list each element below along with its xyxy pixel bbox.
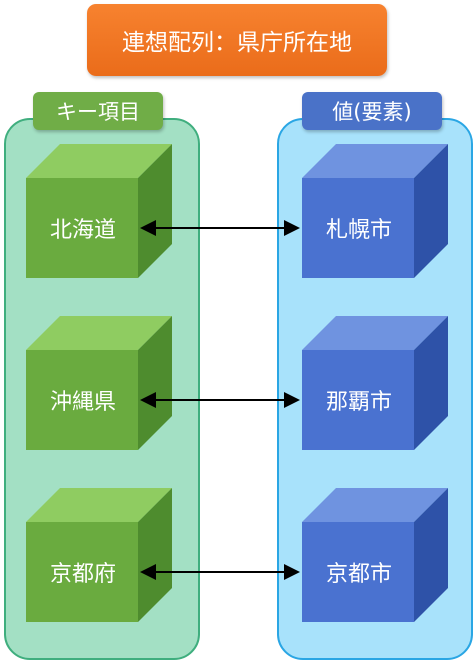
- diagram-title: 連想配列：県庁所在地: [87, 4, 387, 76]
- key-cube-1: [26, 144, 172, 278]
- value-cube-1: [302, 144, 448, 278]
- value-cube-3: [302, 488, 448, 622]
- value-text-1: 札幌市: [325, 218, 392, 243]
- value-cube-2: [302, 316, 448, 450]
- key-cube-2: [26, 316, 172, 450]
- key-text-2: 沖縄県: [49, 390, 116, 415]
- key-text-3: 京都府: [49, 562, 116, 587]
- keys-label: キー項目: [33, 92, 163, 130]
- value-text-2: 那覇市: [325, 390, 392, 415]
- key-cube-3: [26, 488, 172, 622]
- values-label: 値(要素): [302, 92, 442, 130]
- value-text-3: 京都市: [325, 562, 392, 587]
- key-text-1: 北海道: [49, 218, 116, 243]
